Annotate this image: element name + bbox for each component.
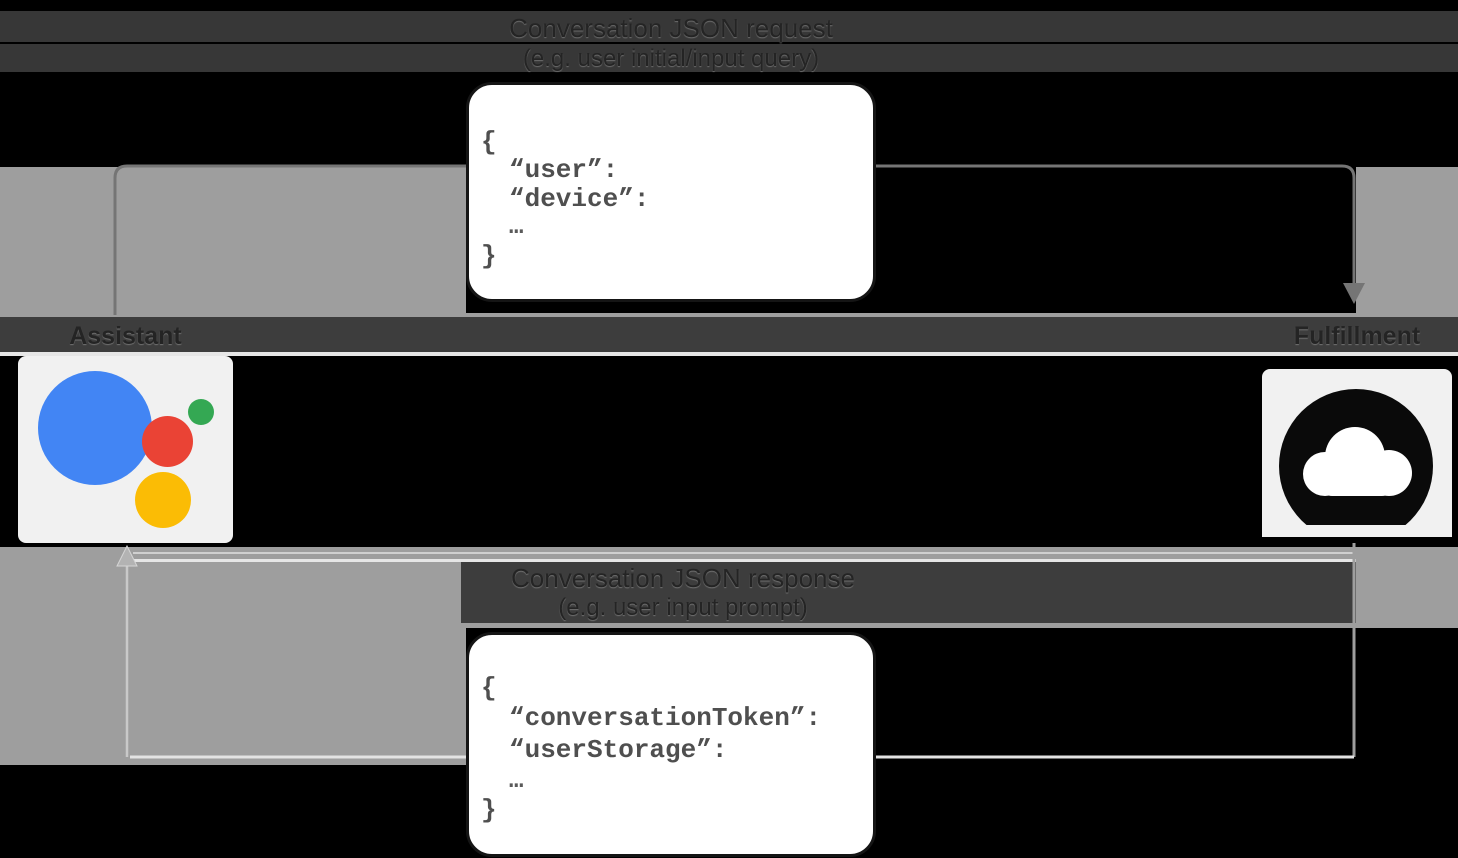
response-field-userstorage: “userStorage”:	[509, 735, 728, 765]
gray-band-top-right	[1356, 167, 1458, 313]
fulfillment-label: Fulfillment	[1293, 322, 1421, 350]
response-label-line1: Conversation JSON response	[511, 563, 855, 593]
cloud-icon	[1262, 389, 1452, 537]
request-brace-open: {	[481, 127, 497, 157]
response-label-top-line	[133, 552, 1355, 554]
assistant-card	[18, 356, 233, 543]
request-field-user: “user”:	[509, 155, 619, 185]
assistant-label: Assistant	[69, 322, 182, 350]
gray-band-bottom-left	[0, 628, 466, 765]
gray-band-top-left	[0, 167, 466, 313]
request-json-box: { “user”: “device”: … }	[466, 82, 876, 302]
response-label-top-line2	[133, 559, 1356, 562]
response-field-conversationtoken: “conversationToken”:	[509, 703, 822, 733]
response-label-line2: (e.g. user input prompt)	[558, 594, 808, 621]
label-row-top-line	[0, 313, 1458, 317]
request-brace-close: }	[481, 241, 497, 271]
response-label-band	[461, 562, 1356, 623]
request-ellipsis: …	[509, 214, 524, 241]
request-label-band-1	[0, 11, 1458, 42]
label-row-band	[0, 317, 1458, 352]
response-brace-open: {	[481, 673, 497, 703]
request-label-line2: (e.g. user initial/input query)	[522, 45, 820, 72]
response-brace-close: }	[481, 795, 497, 825]
fulfillment-card	[1262, 369, 1452, 537]
response-json-box: { “conversationToken”: “userStorage”: … …	[466, 632, 876, 857]
response-ellipsis: …	[509, 768, 524, 795]
label-row-bottom-line	[0, 352, 1458, 356]
request-label-line1: Conversation JSON request	[509, 13, 833, 43]
request-field-device: “device”:	[509, 184, 650, 214]
request-label-band-2	[0, 44, 1458, 72]
